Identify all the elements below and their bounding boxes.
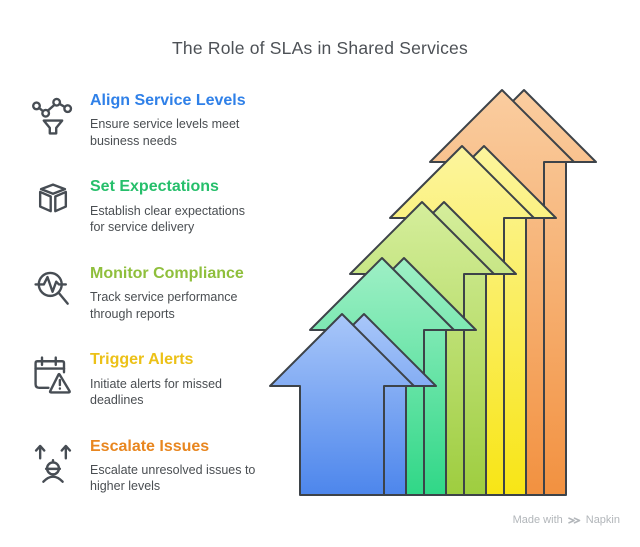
item-text: Monitor Compliance Track service perform… bbox=[90, 265, 262, 322]
item-text: Escalate Issues Escalate unresolved issu… bbox=[90, 438, 262, 495]
item-text: Align Service Levels Ensure service leve… bbox=[90, 92, 262, 149]
item-heading: Set Expectations bbox=[90, 178, 219, 196]
item-description: Escalate unresolved issues to higher lev… bbox=[90, 462, 256, 494]
item-description: Ensure service levels meet business need… bbox=[90, 117, 240, 148]
calendar-alert-icon bbox=[30, 351, 76, 401]
item-text: Trigger Alerts Initiate alerts for misse… bbox=[90, 351, 262, 408]
item-description: Track service performance through report… bbox=[90, 290, 238, 321]
watermark-brand: Napkin bbox=[585, 514, 620, 526]
cube-icon bbox=[30, 178, 76, 228]
napkin-logo-icon bbox=[567, 516, 581, 524]
sla-items-list: Align Service Levels Ensure service leve… bbox=[30, 92, 270, 495]
item-heading: Trigger Alerts bbox=[90, 351, 194, 369]
escalate-person-icon bbox=[30, 438, 76, 488]
item-description: Initiate alerts for missed deadlines bbox=[90, 376, 222, 408]
watermark-prefix: Made with bbox=[512, 514, 563, 526]
item-heading: Escalate Issues bbox=[90, 437, 210, 455]
list-item-trigger-alerts: Trigger Alerts Initiate alerts for misse… bbox=[30, 351, 270, 408]
item-heading: Align Service Levels bbox=[90, 92, 246, 109]
list-item-set-expectations: Set Expectations Establish clear expecta… bbox=[30, 178, 270, 235]
pulse-magnifier-icon bbox=[30, 265, 76, 315]
list-item-align-service-levels: Align Service Levels Ensure service leve… bbox=[30, 92, 270, 149]
made-with-napkin-credit: Made with Napkin bbox=[513, 514, 620, 526]
list-item-monitor-compliance: Monitor Compliance Track service perform… bbox=[30, 265, 270, 322]
list-item-escalate-issues: Escalate Issues Escalate unresolved issu… bbox=[30, 438, 270, 495]
funnel-nodes-icon bbox=[30, 92, 76, 142]
page-title: The Role of SLAs in Shared Services bbox=[172, 38, 468, 58]
item-heading: Monitor Compliance bbox=[90, 264, 244, 282]
item-text: Set Expectations Establish clear expecta… bbox=[90, 178, 262, 235]
item-description: Establish clear expectations for service… bbox=[90, 203, 245, 235]
